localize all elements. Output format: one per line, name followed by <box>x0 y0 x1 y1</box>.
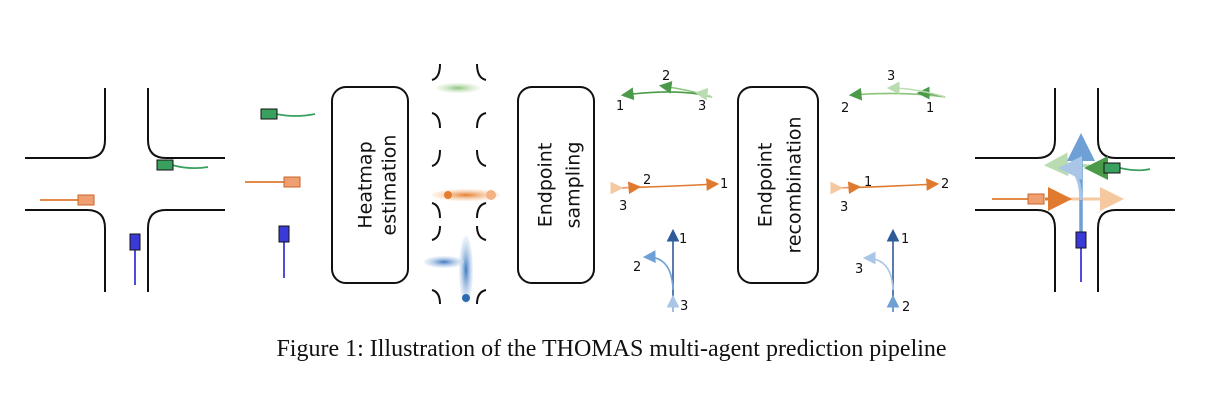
road-curb <box>476 225 487 241</box>
blue-agent-car <box>129 233 141 251</box>
figure-caption: Figure 1: Illustration of the THOMAS mul… <box>276 336 947 362</box>
road-curb <box>25 88 106 159</box>
orange-agent-car <box>1027 193 1045 205</box>
orange-endpoint-label-2: 2 <box>643 173 651 188</box>
stage-endpoint-recombination: Endpoint recombination <box>737 86 819 284</box>
road-curb <box>431 289 441 305</box>
stage-label-line1: Endpoint <box>535 143 557 228</box>
green-sample-trajectory <box>694 87 713 101</box>
road-curb <box>476 202 487 219</box>
road-curb <box>476 63 487 81</box>
stage-label-line2: recombination <box>784 116 806 253</box>
output-scene <box>975 88 1175 292</box>
green-endpoint-label-2: 2 <box>662 69 670 84</box>
stage-endpoint-sampling: Endpoint sampling <box>517 86 595 284</box>
green-agent-car <box>1103 162 1121 174</box>
road-curb <box>476 149 487 167</box>
green-endpoint-label-1: 1 <box>926 101 934 116</box>
orange-agent-car <box>283 176 301 188</box>
blue-endpoint-label-3: 3 <box>680 299 688 314</box>
road-curb <box>476 289 487 305</box>
blue-agent-car <box>278 225 290 243</box>
road-curb <box>431 202 441 219</box>
blue-heatmap <box>424 256 464 268</box>
green-heatmap <box>436 83 480 93</box>
stage-label-line1: Endpoint <box>755 143 777 228</box>
stage-label-line2: sampling <box>563 142 585 229</box>
road-curb <box>431 149 441 167</box>
green-endpoint-label-3: 3 <box>887 69 895 84</box>
road-curb <box>431 112 441 129</box>
green-agent-history <box>275 113 316 117</box>
blue-endpoint-label-1: 1 <box>901 232 909 247</box>
heatmaps-column <box>424 63 500 305</box>
stage-label-line2: estimation <box>379 135 401 236</box>
road-curb <box>147 209 225 292</box>
orange-heatmap-peak <box>486 190 496 200</box>
green-recombined-trajectory <box>886 81 946 98</box>
road-curb <box>147 88 225 159</box>
road-curb <box>1097 88 1175 159</box>
stage-heatmap-estimation: Heatmap estimation <box>331 86 409 284</box>
orange-endpoint-label-2: 2 <box>941 177 949 192</box>
orange-endpoint-label-3: 3 <box>619 199 627 214</box>
green-endpoint-label-3: 3 <box>698 99 706 114</box>
blue-heatmap <box>459 236 473 304</box>
input-scene <box>25 88 225 292</box>
road-curb <box>975 209 1056 292</box>
road-curb <box>431 225 441 241</box>
blue-sample-trajectory <box>642 250 674 291</box>
green-agent-car <box>260 108 278 120</box>
stage-label-line1: Heatmap <box>355 141 377 228</box>
blue-agent-car <box>1075 231 1087 249</box>
stage-box <box>517 86 595 284</box>
road-curb <box>975 88 1056 159</box>
blue-endpoint-label-1: 1 <box>679 232 687 247</box>
stage-box <box>737 86 819 284</box>
blue-heatmap-peak <box>462 294 470 302</box>
blue-predicted-trajectory <box>1058 156 1083 201</box>
road-curb <box>476 112 487 129</box>
green-agent-history <box>1119 167 1151 172</box>
orange-endpoint-label-1: 1 <box>720 177 728 192</box>
blue-endpoint-label-2: 2 <box>633 260 641 275</box>
green-agent-car <box>156 159 174 171</box>
green-endpoint-label-1: 1 <box>616 99 624 114</box>
orange-endpoint-label-3: 3 <box>840 200 848 215</box>
recombined-endpoints: 1 2 3 1 2 3 1 2 3 <box>830 69 949 315</box>
orange-agent-car <box>77 194 95 206</box>
stage-box <box>331 86 409 284</box>
pipeline-diagram: Heatmap estimation Endpoint sampling 1 <box>25 63 1175 315</box>
road-curb <box>25 209 106 292</box>
agents-column <box>245 108 316 278</box>
blue-endpoint-label-3: 3 <box>855 262 863 277</box>
orange-endpoint-label-1: 1 <box>864 175 872 190</box>
road-curb <box>1097 209 1175 292</box>
green-agent-history <box>171 164 209 170</box>
blue-endpoint-label-2: 2 <box>902 300 910 315</box>
road-curb <box>431 63 441 81</box>
green-endpoint-label-2: 2 <box>841 101 849 116</box>
blue-recombined-trajectory <box>862 251 894 291</box>
orange-heatmap-peak <box>444 191 452 199</box>
sampled-endpoints: 1 2 3 1 2 3 1 2 3 <box>610 69 728 314</box>
